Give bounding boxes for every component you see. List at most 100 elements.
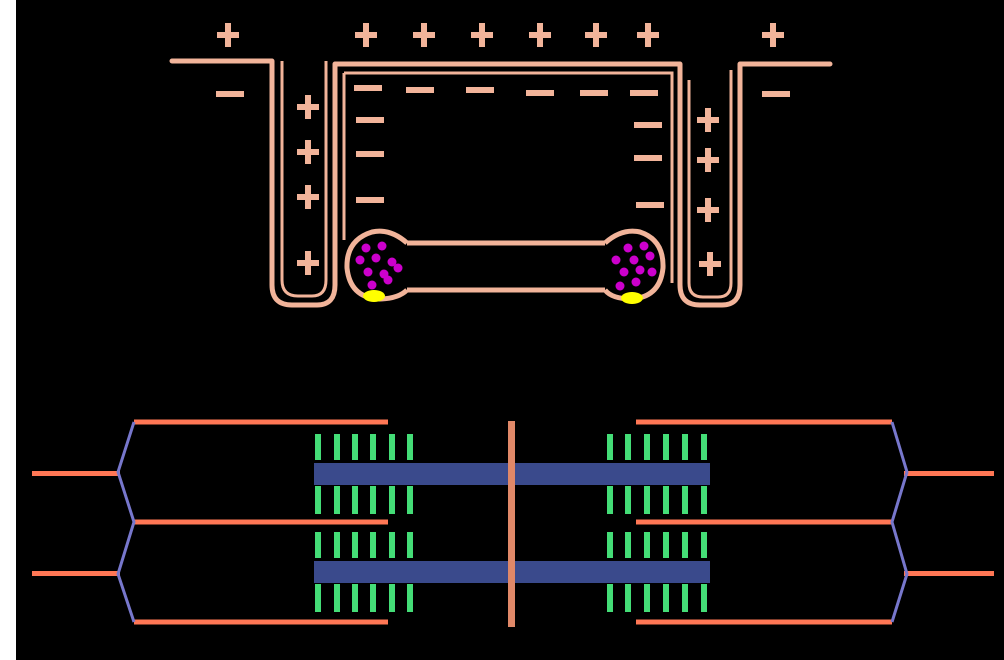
- calcium-ion-right-6: [636, 266, 645, 275]
- myosin-head-1-11: [701, 486, 707, 514]
- myosin-head-3-3: [370, 584, 376, 612]
- myosin-head-1-5: [407, 486, 413, 514]
- myosin-head-0-0: [315, 434, 321, 460]
- actin-filament-right-1: [636, 520, 892, 525]
- calcium-ion-right-2: [612, 256, 621, 265]
- minus-sign-inner-9: [634, 122, 662, 128]
- plus-sign-outer-5: [585, 23, 607, 47]
- myosin-head-3-2: [352, 584, 358, 612]
- calcium-ion-right-9: [632, 278, 641, 287]
- myosin-head-0-11: [701, 434, 707, 460]
- myosin-head-2-8: [644, 532, 650, 558]
- myosin-head-3-6: [607, 584, 613, 612]
- plus-sign-outer-4: [529, 23, 551, 47]
- myosin-head-2-0: [315, 532, 321, 558]
- plus-sign-outer-0: [217, 23, 239, 47]
- myosin-head-0-7: [625, 434, 631, 460]
- myosin-head-3-10: [682, 584, 688, 612]
- myosin-head-1-10: [682, 486, 688, 514]
- myosin-head-3-5: [407, 584, 413, 612]
- diagram-frame: [16, 0, 1004, 660]
- myosin-head-1-2: [352, 486, 358, 514]
- calcium-ion-left-7: [394, 264, 403, 273]
- minus-sign-inner-0: [354, 85, 382, 91]
- calcium-ion-left-3: [372, 254, 381, 263]
- myosin-head-2-9: [663, 532, 669, 558]
- myosin-head-3-4: [389, 584, 395, 612]
- myosin-head-2-1: [334, 532, 340, 558]
- myosin-head-1-9: [663, 486, 669, 514]
- myosin-head-2-3: [370, 532, 376, 558]
- terminal-cisterna-right: [605, 231, 663, 299]
- actin-stub-left-0: [32, 471, 120, 476]
- plus-sign-tubule-4: [697, 108, 719, 132]
- minus-sign-inner-5: [630, 90, 658, 96]
- myosin-head-3-0: [315, 584, 321, 612]
- myosin-head-3-8: [644, 584, 650, 612]
- calcium-ion-left-1: [378, 242, 387, 251]
- myosin-head-2-4: [389, 532, 395, 558]
- m-line: [508, 421, 515, 627]
- actin-filament-left-2: [134, 620, 388, 625]
- myosin-head-0-4: [389, 434, 395, 460]
- minus-sign-inner-8: [356, 197, 384, 203]
- myosin-head-0-3: [370, 434, 376, 460]
- myosin-head-0-8: [644, 434, 650, 460]
- myosin-head-2-11: [701, 532, 707, 558]
- calcium-ion-left-5: [364, 268, 373, 277]
- minus-sign-inner-2: [466, 87, 494, 93]
- plus-sign-tubule-2: [297, 185, 319, 209]
- myosin-head-2-10: [682, 532, 688, 558]
- plus-sign-outer-3: [471, 23, 493, 47]
- calcium-ion-right-3: [630, 256, 639, 265]
- plus-sign-tubule-7: [699, 252, 721, 276]
- actin-filament-right-0: [636, 420, 892, 425]
- myosin-head-0-9: [663, 434, 669, 460]
- plus-sign-outer-1: [355, 23, 377, 47]
- minus-sign-inner-11: [636, 202, 664, 208]
- plus-sign-outer-2: [413, 23, 435, 47]
- myosin-head-1-6: [607, 486, 613, 514]
- myosin-head-0-6: [607, 434, 613, 460]
- myosin-head-1-3: [370, 486, 376, 514]
- myosin-head-1-4: [389, 486, 395, 514]
- myosin-head-0-5: [407, 434, 413, 460]
- calcium-ion-left-8: [368, 281, 377, 290]
- plus-sign-tubule-1: [297, 140, 319, 164]
- plus-sign-tubule-3: [297, 251, 319, 275]
- plus-sign-tubule-0: [297, 95, 319, 119]
- plus-sign-outer-7: [762, 23, 784, 47]
- z-disc-left: [118, 422, 134, 622]
- minus-sign-inner-7: [356, 151, 384, 157]
- calcium-ion-right-0: [624, 244, 633, 253]
- actin-filament-left-1: [134, 520, 388, 525]
- calcium-ion-right-8: [616, 282, 625, 291]
- myosin-head-3-9: [663, 584, 669, 612]
- myosin-head-1-7: [625, 486, 631, 514]
- plus-sign-tubule-6: [697, 198, 719, 222]
- myosin-head-0-1: [334, 434, 340, 460]
- minus-sign-inner-6: [356, 117, 384, 123]
- myosin-head-2-7: [625, 532, 631, 558]
- minus-sign-inner-4: [580, 90, 608, 96]
- minus-sign-inner-3: [526, 90, 554, 96]
- myosin-head-0-10: [682, 434, 688, 460]
- myosin-head-1-1: [334, 486, 340, 514]
- actin-stub-left-1: [32, 571, 120, 576]
- calcium-ion-right-5: [620, 268, 629, 277]
- minus-sign-outer-0: [216, 91, 244, 97]
- minus-sign-inner-1: [406, 87, 434, 93]
- calcium-channel-right: [621, 292, 643, 304]
- myosin-head-2-5: [407, 532, 413, 558]
- myosin-head-3-1: [334, 584, 340, 612]
- minus-sign-inner-10: [634, 155, 662, 161]
- calcium-ion-left-9: [384, 276, 393, 285]
- actin-filament-left-0: [134, 420, 388, 425]
- minus-sign-outer-1: [762, 91, 790, 97]
- calcium-ion-left-0: [362, 244, 371, 253]
- plus-sign-outer-6: [637, 23, 659, 47]
- actin-stub-right-0: [904, 471, 994, 476]
- calcium-channel-left: [363, 290, 385, 302]
- myosin-head-2-6: [607, 532, 613, 558]
- myosin-head-1-8: [644, 486, 650, 514]
